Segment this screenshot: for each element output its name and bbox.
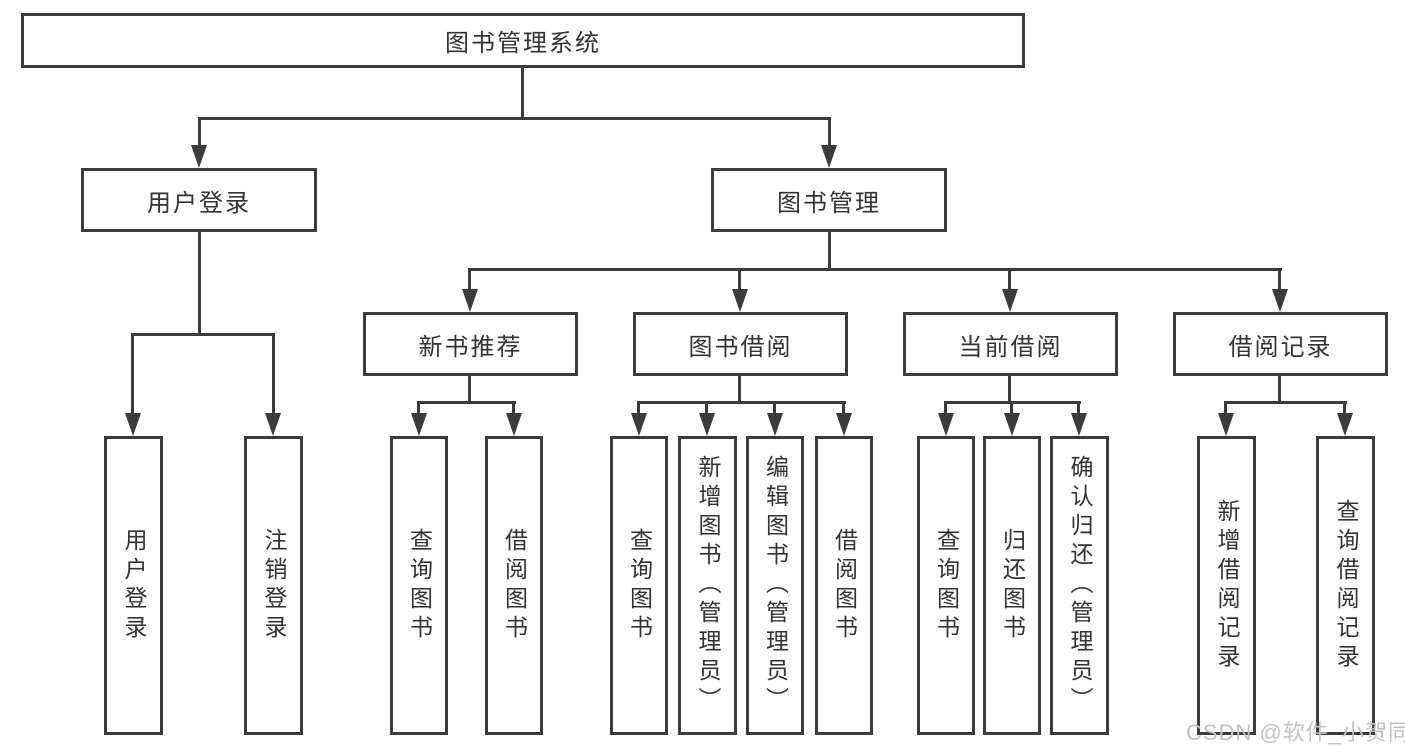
connector-line [773,401,776,417]
leaf-logout: 注销登录 [244,436,303,735]
connector-line [198,117,831,120]
node-current-borrowing: 当前借阅 [903,312,1118,376]
arrowhead-down-icon [1002,289,1018,312]
connector-line [1010,401,1013,417]
node-library-management-system: 图书管理系统 [21,13,1025,68]
arrowhead-down-icon [191,145,207,168]
connector-line [1278,376,1281,404]
connector-line [944,401,947,417]
connector-line [842,401,845,417]
arrowhead-down-icon [1337,413,1353,436]
connector-line [705,401,708,417]
connector-line [131,333,134,418]
leaf-user-login: 用户登录 [104,436,163,735]
arrowhead-down-icon [938,413,954,436]
node-user-login: 用户登录 [81,168,317,232]
connector-line [1343,401,1346,417]
csdn-watermark: CSDN @软件_小贺同学 [1186,720,1405,745]
connector-line [1224,401,1347,404]
leaf-query-books-recommend: 查询图书 [390,436,448,735]
connector-line [468,376,471,404]
arrowhead-down-icon [506,413,522,436]
connector-line [637,401,846,404]
connector-line [828,117,831,149]
leaf-query-books-current: 查询图书 [917,436,975,735]
arrowhead-down-icon [1218,413,1234,436]
node-book-borrowing: 图书借阅 [633,312,848,376]
leaf-borrow-books-recommend: 借阅图书 [485,436,543,735]
connector-line [198,117,201,149]
connector-line [512,401,515,417]
connector-line [1077,401,1080,417]
arrowhead-down-icon [462,289,478,312]
arrowhead-down-icon [732,289,748,312]
connector-line [417,401,516,404]
node-new-book-recommend: 新书推荐 [363,312,578,376]
connector-line [417,401,420,417]
arrowhead-down-icon [1071,413,1087,436]
arrowhead-down-icon [125,413,141,436]
leaf-confirm-return-admin: 确认归还（管理员） [1050,436,1109,735]
arrowhead-down-icon [411,413,427,436]
connector-line [828,232,831,271]
connector-line [272,333,275,418]
arrowhead-down-icon [265,413,281,436]
arrowhead-down-icon [767,413,783,436]
node-borrow-records: 借阅记录 [1173,312,1388,376]
node-book-management: 图书管理 [711,168,947,232]
arrowhead-down-icon [821,145,837,168]
connector-line [637,401,640,417]
leaf-edit-books-admin: 编辑图书（管理员） [746,436,804,735]
connector-line [468,268,1282,271]
connector-line [131,333,275,336]
leaf-borrow-books: 借阅图书 [815,436,873,735]
arrowhead-down-icon [836,413,852,436]
connector-line [1008,268,1011,293]
leaf-return-books: 归还图书 [983,436,1041,735]
connector-line [468,268,471,293]
connector-line [738,376,741,404]
leaf-query-borrow-record: 查询借阅记录 [1316,436,1375,735]
connector-line [1278,268,1281,293]
arrowhead-down-icon [631,413,647,436]
connector-line [738,268,741,293]
arrowhead-down-icon [1004,413,1020,436]
arrowhead-down-icon [699,413,715,436]
connector-line [1224,401,1227,417]
leaf-add-borrow-record: 新增借阅记录 [1197,436,1256,735]
leaf-add-books-admin: 新增图书（管理员） [678,436,737,735]
connector-line [198,232,201,336]
connector-line [1008,376,1011,404]
arrowhead-down-icon [1272,289,1288,312]
leaf-query-books-borrowing: 查询图书 [610,436,668,735]
connector-line [521,68,524,119]
